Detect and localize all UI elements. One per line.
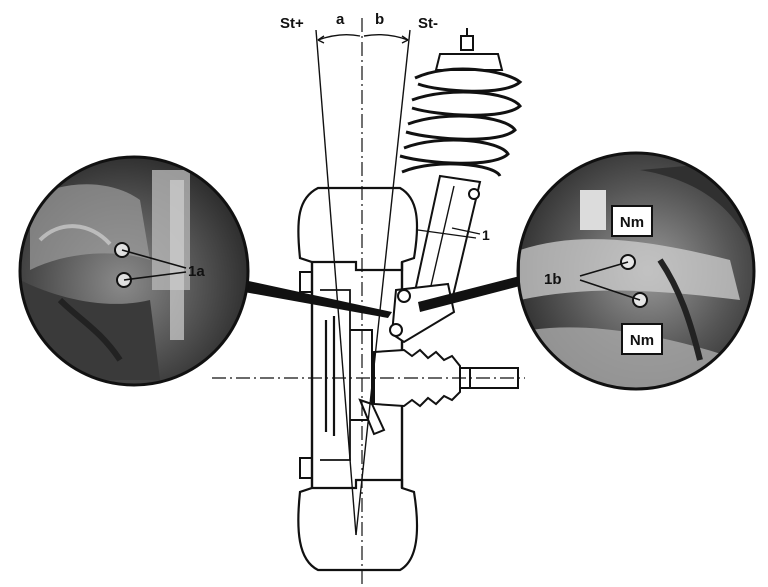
- rim-inner: [320, 289, 351, 461]
- torque-label-top: Nm: [620, 214, 644, 231]
- drive-shaft: [358, 348, 519, 436]
- coil-spring: [399, 67, 523, 177]
- angle-arc-b: [363, 33, 409, 41]
- label-strut: 1: [482, 227, 490, 243]
- reference-lines: [212, 18, 525, 587]
- label-bolts-right: 1b: [544, 271, 562, 288]
- hub: [350, 329, 373, 421]
- bracket-bolt-lower: [389, 323, 403, 337]
- camber-line-negative: [355, 29, 411, 536]
- label-camber-negative: St-: [418, 15, 438, 32]
- strut-assembly: [389, 28, 523, 344]
- knuckle-lower: [358, 398, 386, 436]
- torque-badge-bottom: Nm: [621, 323, 663, 355]
- label-angle-b: b: [375, 11, 384, 28]
- rim-flange-left: [299, 271, 312, 479]
- callout-connectors: [244, 276, 520, 318]
- brake-disc: [324, 316, 336, 436]
- bracket-bolt-upper: [397, 289, 411, 303]
- strut-leader: [451, 227, 481, 235]
- angle-arc-a: [317, 33, 361, 41]
- strut-top-nut: [460, 35, 474, 51]
- torque-label-bottom: Nm: [630, 332, 654, 349]
- connector-right: [418, 276, 520, 312]
- camber-line-positive: [315, 29, 357, 536]
- tyre-upper: [297, 186, 419, 272]
- torque-badge-top: Nm: [611, 205, 653, 237]
- damper-bracket-hole: [468, 188, 480, 200]
- detail-photo-left: [18, 155, 250, 387]
- label-camber-positive: St+: [280, 15, 304, 32]
- label-bolts-left: 1a: [188, 263, 205, 280]
- connector-left: [244, 280, 392, 318]
- label-angle-a: a: [336, 11, 345, 28]
- wheel-cross-section: [297, 186, 419, 572]
- top-mount: [434, 53, 504, 71]
